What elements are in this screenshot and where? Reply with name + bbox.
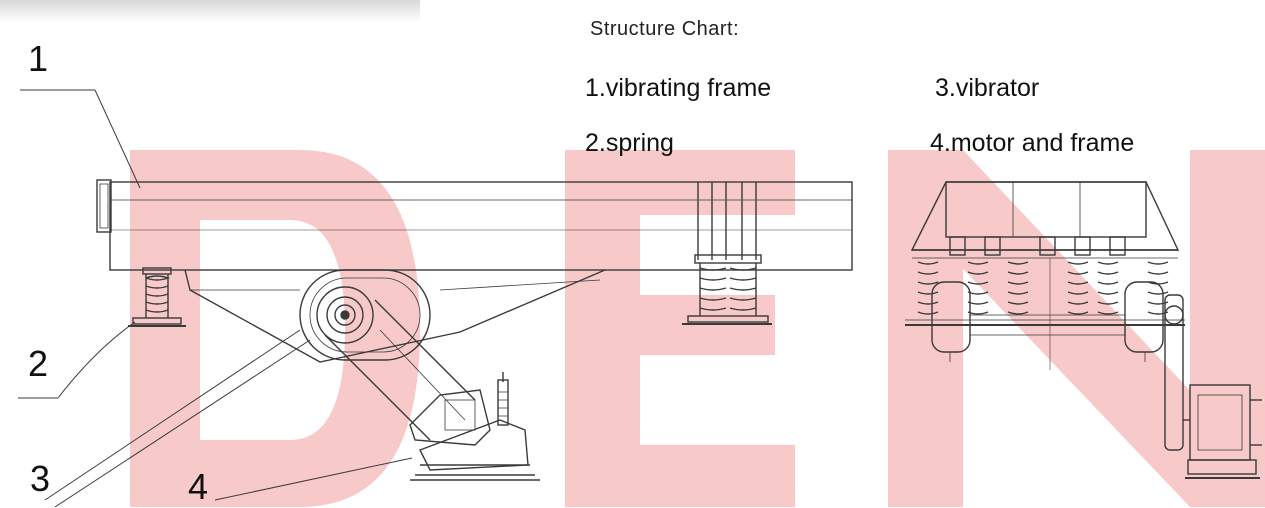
callout-number-4: 4	[188, 466, 209, 507]
vibrator-end	[931, 258, 1164, 370]
callout-number-3: 3	[30, 458, 51, 499]
legend-item-vibrator: 3.vibrator	[935, 74, 1040, 102]
trough-side	[184, 269, 606, 363]
callout-number-2: 2	[28, 343, 49, 384]
vibrator-side	[299, 269, 431, 361]
legend-item-motor-frame: 4.motor and frame	[930, 129, 1135, 157]
chart-title: Structure Chart:	[590, 18, 740, 40]
legend-item-spring: 2.spring	[585, 129, 674, 157]
top-shadow-band	[0, 0, 420, 22]
spring-left-side	[128, 267, 186, 327]
spring-right-side	[682, 254, 772, 325]
springs-end	[905, 261, 1185, 326]
vibrating-frame-side	[96, 179, 853, 271]
legend-item-vibrating-frame: 1.vibrating frame	[585, 74, 772, 102]
motor-frame-end	[1164, 294, 1262, 479]
leader-lines	[18, 89, 413, 507]
drive-belt	[324, 299, 476, 441]
callout-number-1: 1	[28, 38, 49, 79]
motor-frame-side	[409, 372, 540, 481]
vibrating-frame-end	[910, 181, 1180, 259]
